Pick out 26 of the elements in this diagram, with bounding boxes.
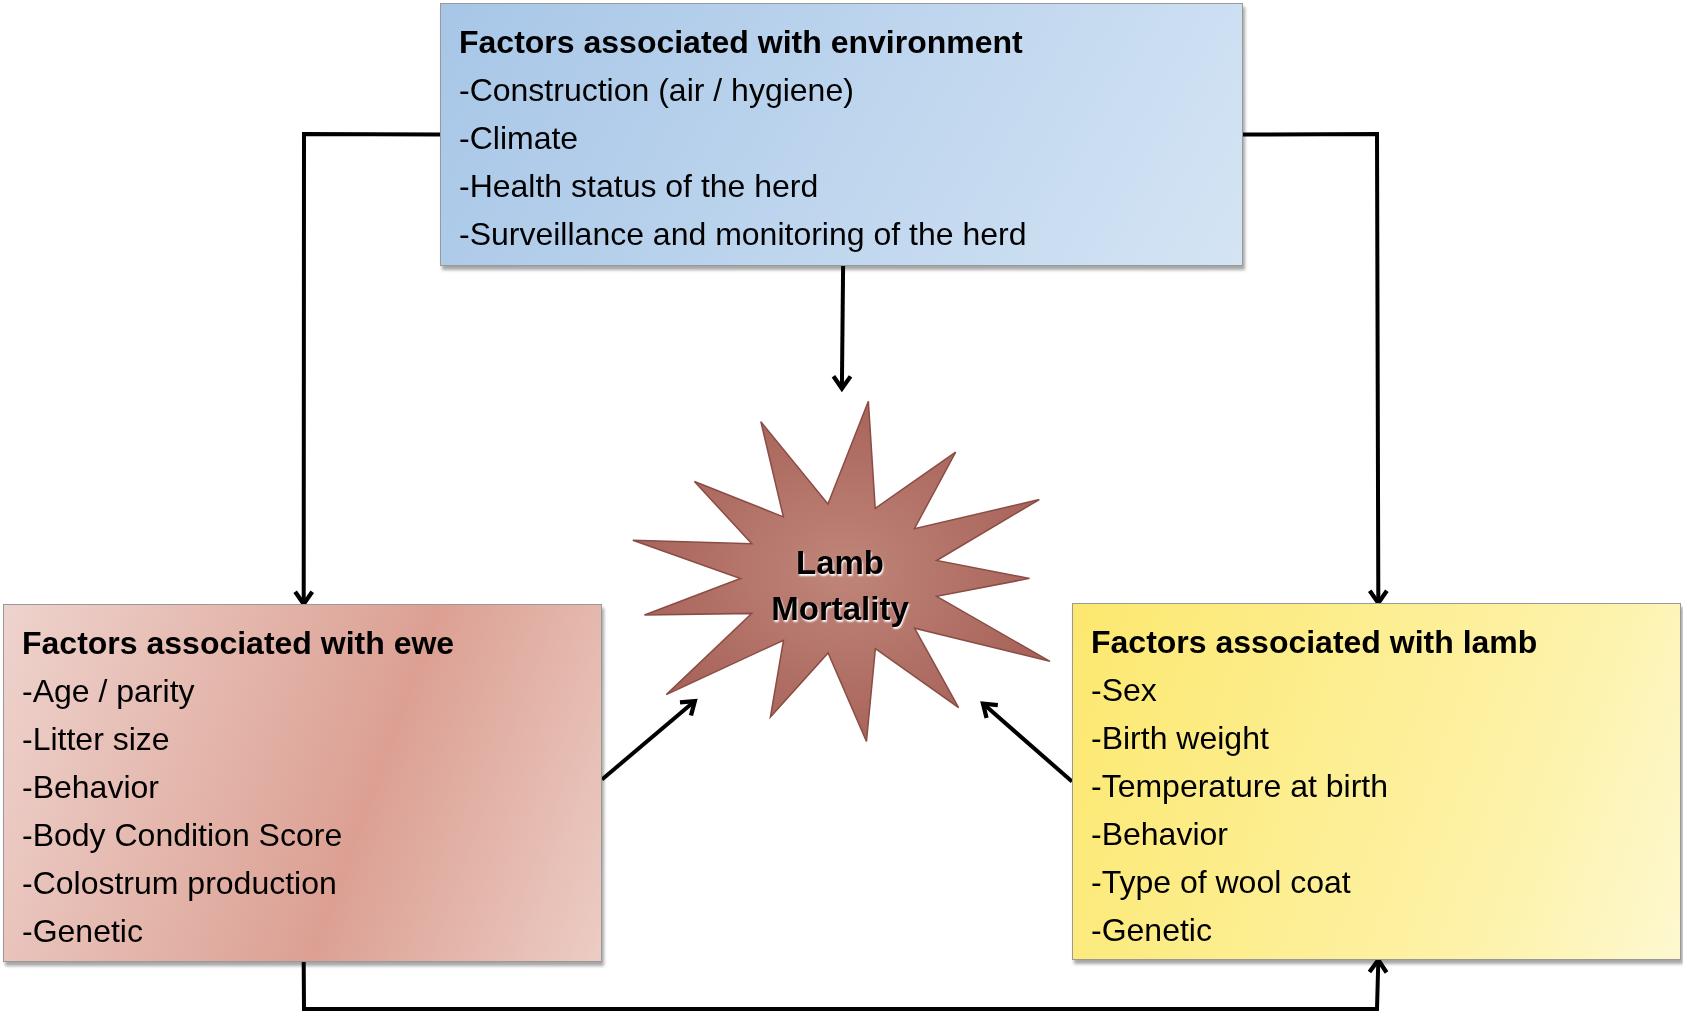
list-item: -Genetic: [22, 912, 144, 951]
list-item: -Construction (air / hygiene): [459, 71, 855, 110]
process-box: [3, 604, 602, 962]
list-item: -Body Condition Score: [22, 816, 344, 855]
list-item: -Colostrum production: [22, 864, 338, 903]
list-item: -Climate: [459, 119, 580, 158]
list-item: -Surveillance and monitoring of the herd: [459, 215, 1028, 254]
process-box: [1072, 603, 1681, 960]
box-heading: Factors associated with environment: [459, 23, 1024, 62]
arrow: [980, 701, 1074, 783]
list-item: -Type of wool coat: [1091, 863, 1352, 902]
list-item: -Birth weight: [1091, 719, 1270, 758]
shape-label: Lamb Mortality: [770, 543, 910, 629]
list-item: -Litter size: [22, 720, 171, 759]
list-item: -Genetic: [1091, 911, 1213, 950]
process-box: [440, 3, 1243, 266]
list-item: -Age / parity: [22, 672, 196, 711]
arrow: [831, 265, 853, 391]
list-item: -Sex: [1091, 671, 1158, 710]
list-item: -Health status of the herd: [459, 167, 820, 206]
box-heading: Factors associated with ewe: [22, 624, 456, 663]
list-item: -Behavior: [22, 768, 160, 807]
arrow: [600, 698, 697, 781]
list-item: -Temperature at birth: [1091, 767, 1389, 806]
box-heading: Factors associated with lamb: [1091, 623, 1539, 662]
list-item: -Behavior: [1091, 815, 1229, 854]
